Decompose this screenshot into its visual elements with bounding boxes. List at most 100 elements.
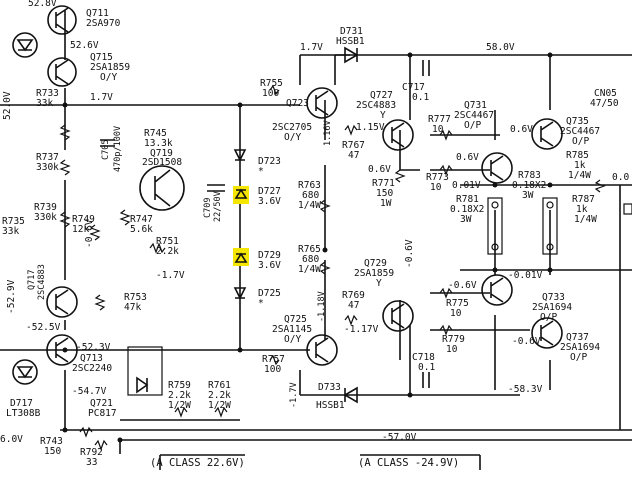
- label: O/P: [464, 120, 481, 131]
- led-d717: [12, 359, 38, 385]
- label: R739: [34, 202, 57, 213]
- label: (A CLASS -24.9V): [358, 457, 459, 469]
- label: 52.6V: [70, 40, 99, 51]
- transistor-q735: [531, 118, 563, 150]
- label: 680: [302, 254, 319, 265]
- label: 680: [302, 190, 319, 201]
- label: O/P: [540, 312, 557, 323]
- transistor-q731: [481, 152, 513, 184]
- label: 2SA1694: [560, 342, 600, 353]
- label: 1/2W: [208, 400, 231, 411]
- label: 2SA1145: [272, 324, 312, 335]
- label: 0.18X2: [450, 204, 484, 215]
- label: 0.01V: [452, 180, 481, 191]
- label: D725: [258, 288, 281, 299]
- label: 330k: [34, 212, 57, 223]
- label: Y: [380, 110, 386, 121]
- label: 1k: [576, 204, 588, 215]
- label: Y: [376, 278, 382, 289]
- label: 2SA970: [86, 18, 121, 29]
- label: 33: [86, 457, 97, 468]
- label: D729: [258, 250, 281, 261]
- transistor-q727: [382, 119, 414, 151]
- label: 150: [376, 188, 393, 199]
- label: R785: [566, 150, 589, 161]
- label: R765: [298, 244, 321, 255]
- label: 1.16V: [323, 120, 333, 146]
- label: 1W: [380, 198, 392, 209]
- label: 1/4W: [298, 200, 321, 211]
- label: 0.0: [612, 172, 629, 183]
- label: 3.6V: [258, 196, 281, 207]
- label: Q735: [566, 116, 589, 127]
- label: 22/50V: [213, 191, 223, 222]
- label: Q737: [566, 332, 589, 343]
- label: R753: [124, 292, 147, 303]
- label: 5.6k: [130, 224, 153, 235]
- label: O/Y: [284, 132, 301, 143]
- label: R749: [72, 214, 95, 225]
- label: R775: [446, 298, 469, 309]
- label: 2SC4467: [454, 110, 494, 121]
- label: 2SC2705: [272, 122, 312, 133]
- label: -52.3V: [76, 342, 111, 353]
- label: 1.7V: [90, 92, 113, 103]
- label: -1.18V: [317, 291, 327, 322]
- label: 10: [430, 182, 442, 193]
- label: 6.0V: [0, 434, 23, 445]
- label: 47: [348, 300, 359, 311]
- label: 1.7V: [300, 42, 323, 53]
- label: 10: [450, 308, 462, 319]
- label: C718: [412, 352, 435, 363]
- label: Q717: [27, 270, 37, 290]
- label: R745: [144, 128, 167, 139]
- label: Q731: [464, 100, 487, 111]
- label: 13.3k: [144, 138, 173, 149]
- label: 0.6V: [510, 124, 533, 135]
- label: -58.3V: [508, 384, 543, 395]
- label: O/Y: [284, 334, 301, 345]
- diode-d725: [233, 287, 247, 300]
- label: R787: [572, 194, 595, 205]
- label: *: [258, 166, 264, 177]
- label: 2SA1694: [532, 302, 572, 313]
- transistor-q719: [139, 165, 185, 211]
- label: 470p/100V: [113, 126, 123, 172]
- label: 2SC2240: [72, 363, 112, 374]
- label: R743: [40, 436, 63, 447]
- label: D717: [10, 398, 33, 409]
- label: 1k: [574, 160, 586, 171]
- label: HSSB1: [336, 36, 365, 47]
- transistor-q723: [306, 87, 338, 119]
- transistor-q711: [47, 5, 77, 35]
- diode-d727: [233, 186, 249, 204]
- label: D723: [258, 156, 281, 167]
- label: 330k: [36, 162, 59, 173]
- label: 10: [432, 124, 444, 135]
- label: 2.2k: [208, 390, 231, 401]
- label: 52.0V: [2, 91, 13, 120]
- label: R771: [372, 178, 395, 189]
- label: Q711: [86, 8, 109, 19]
- label: R737: [36, 152, 59, 163]
- wires: [0, 10, 632, 470]
- label: -57.0V: [382, 432, 417, 443]
- label: R761: [208, 380, 231, 391]
- label: 33k: [2, 226, 19, 237]
- label: Q713: [80, 353, 103, 364]
- label: R755: [260, 78, 283, 89]
- label: 100: [262, 88, 279, 99]
- label: D727: [258, 186, 281, 197]
- labels: 52.8V Q711 2SA970 Q715 2SA1859 O/Y 52.6V…: [0, 0, 629, 469]
- label: 150: [44, 446, 61, 457]
- junction-dots: [62, 52, 553, 443]
- label: 3W: [460, 214, 472, 225]
- label: -0.6V: [404, 239, 415, 268]
- transistor-q717: [46, 286, 78, 318]
- label: R792: [80, 447, 103, 458]
- label: 2SC4883: [356, 100, 396, 111]
- label: 2SA1859: [354, 268, 394, 279]
- label: -1.7V: [156, 270, 185, 281]
- label: 1/4W: [298, 264, 321, 275]
